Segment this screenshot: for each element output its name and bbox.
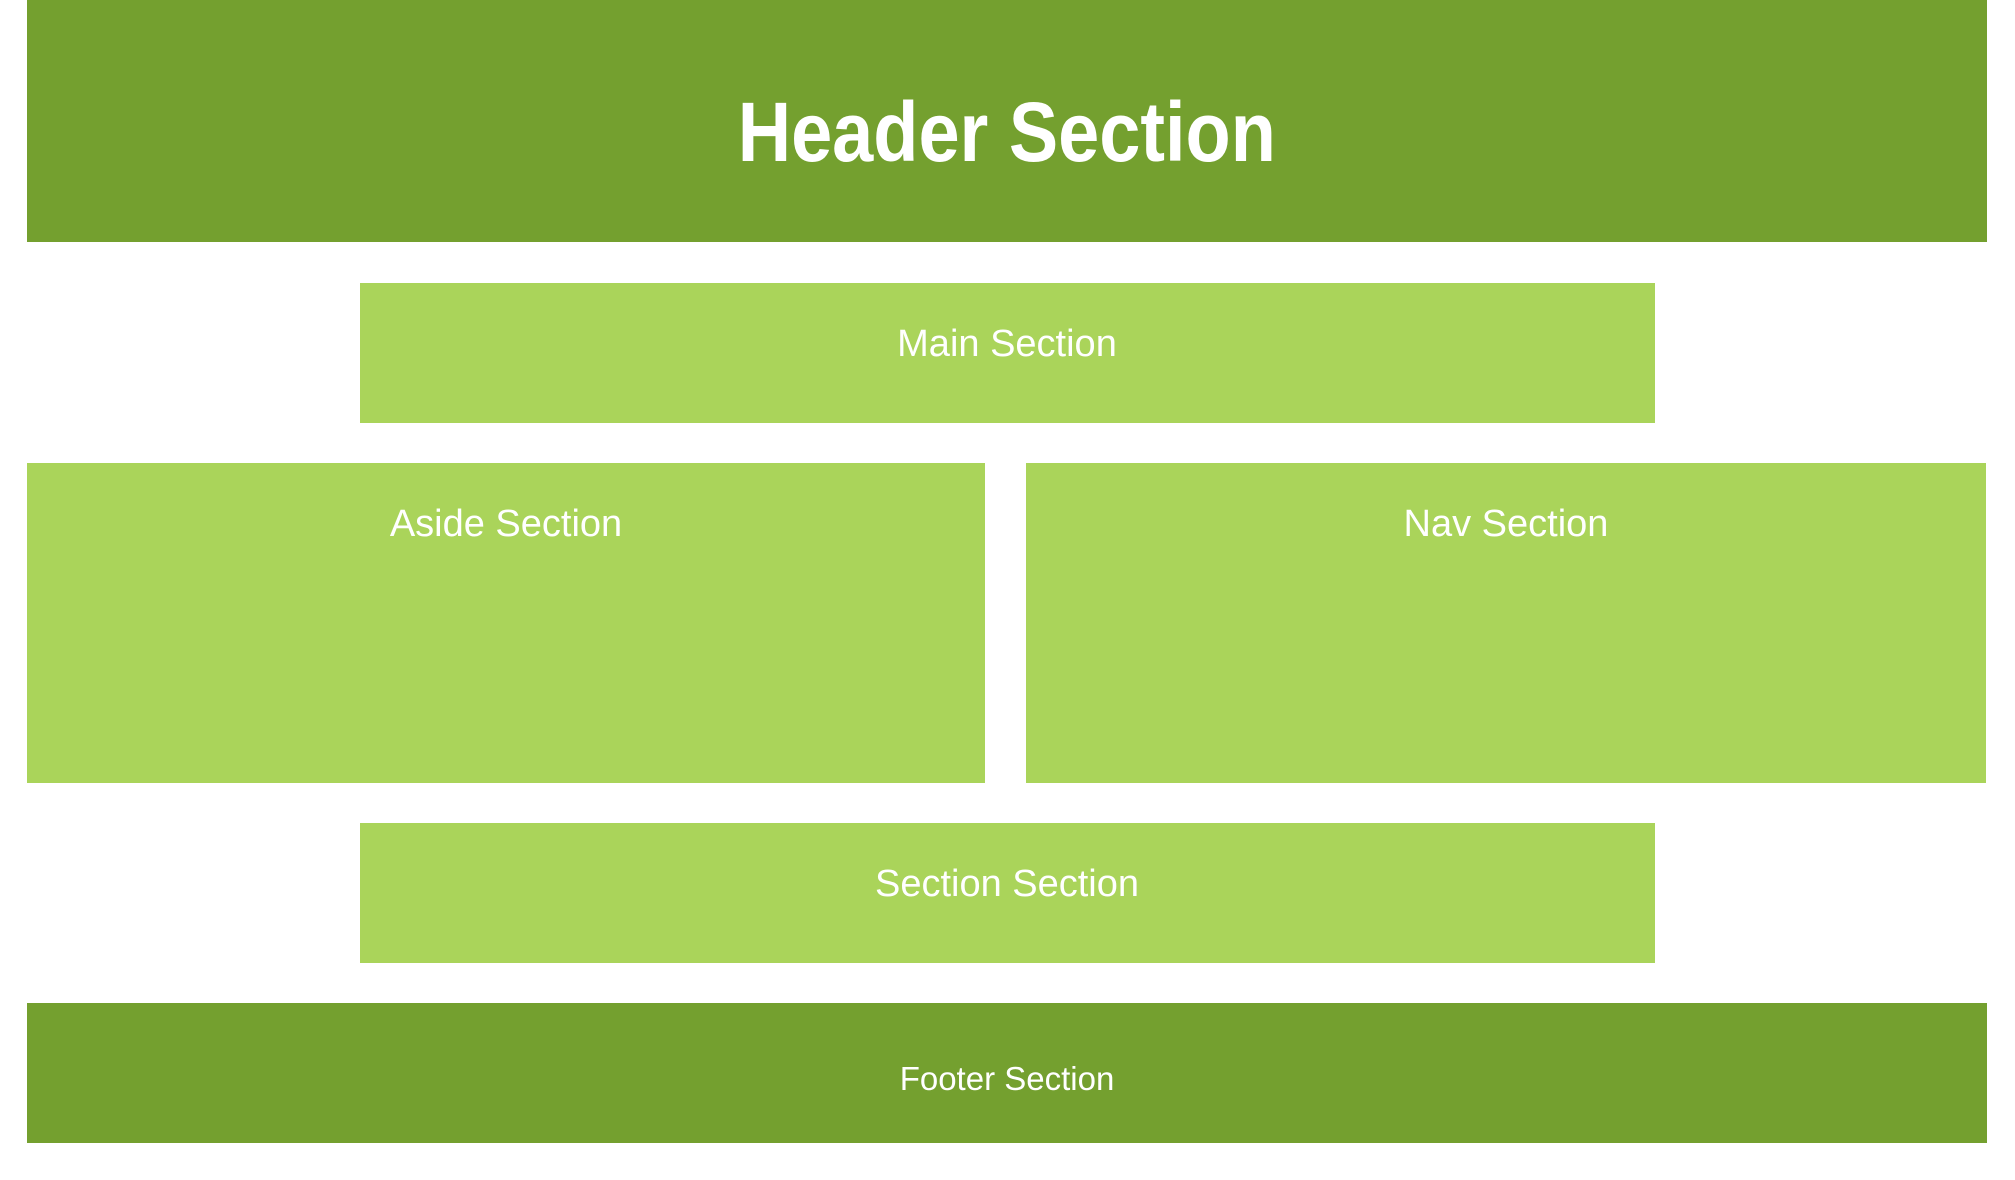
nav-section: Nav Section [1026, 463, 1986, 783]
aside-section: Aside Section [27, 463, 985, 783]
footer-section: Footer Section [27, 1003, 1987, 1143]
main-section-label: Main Section [897, 323, 1117, 365]
footer-section-label: Footer Section [899, 1060, 1115, 1097]
content-row: Aside Section Nav Section [27, 463, 1987, 783]
header-section: Header Section [27, 0, 1987, 242]
section-section: Section Section [359, 823, 1655, 963]
nav-section-label: Nav Section [1403, 503, 1609, 545]
aside-section-label: Aside Section [389, 503, 623, 545]
main-section: Main Section [359, 283, 1655, 423]
section-section-label: Section Section [874, 863, 1140, 905]
header-title: Header Section [737, 84, 1277, 179]
